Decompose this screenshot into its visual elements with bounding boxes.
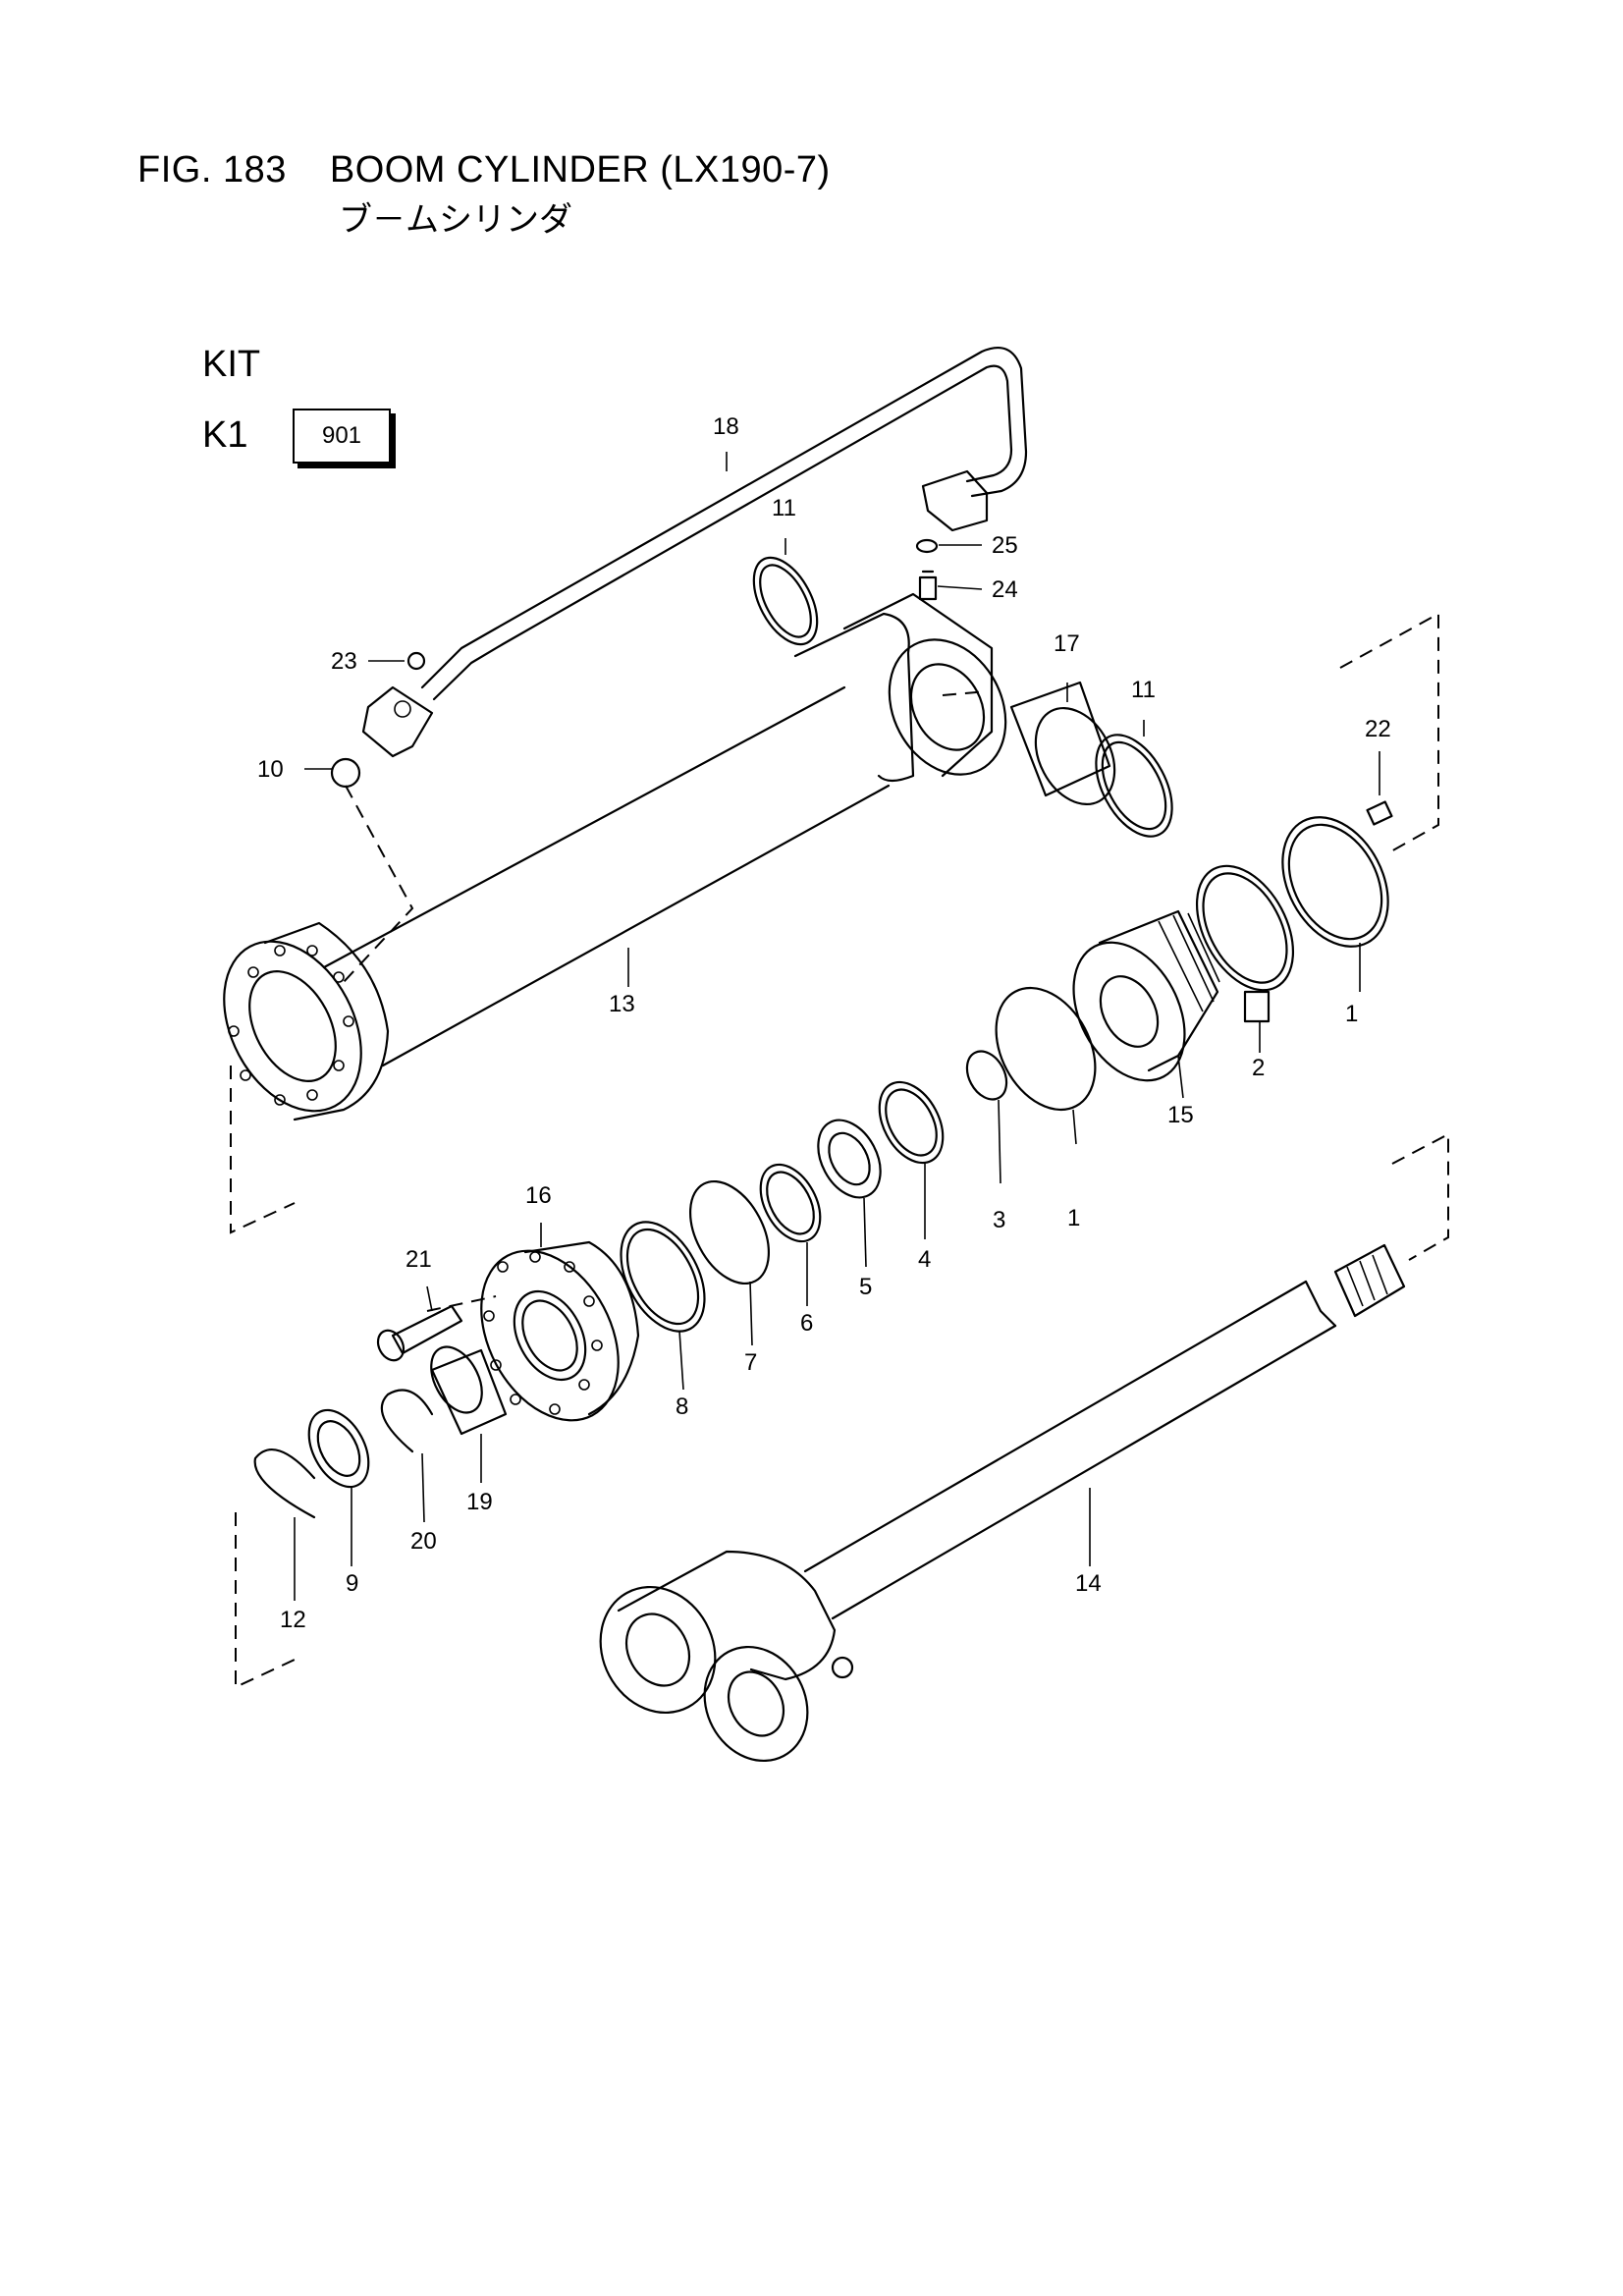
cylinder-tube-13[interactable] (196, 592, 1028, 1134)
ring-8[interactable] (604, 1208, 722, 1345)
callout-15: 15 (1167, 1102, 1194, 1128)
seal-2[interactable] (1177, 849, 1313, 1023)
head-bolt-holes (483, 1251, 603, 1415)
callout-25: 25 (992, 532, 1018, 559)
callout-13: 13 (609, 991, 635, 1017)
bushing-17[interactable] (1009, 681, 1130, 818)
callout-2: 2 (1252, 1055, 1265, 1081)
seal-11-upper[interactable] (741, 547, 831, 654)
bushing-19[interactable] (421, 1339, 508, 1436)
figure-subtitle: ブ－ムシリンダ (339, 200, 572, 240)
figure-name: BOOM CYLINDER (LX190-7) (329, 149, 831, 191)
ball-10[interactable] (330, 757, 361, 789)
callout-11-upper: 11 (772, 495, 796, 521)
callout-12: 12 (280, 1607, 306, 1633)
ring-1-left[interactable] (976, 971, 1114, 1127)
callout-10: 10 (257, 756, 284, 783)
callout-4: 4 (918, 1246, 931, 1273)
oring-3[interactable] (959, 1045, 1014, 1107)
callout-14: 14 (1075, 1570, 1102, 1597)
plug-22[interactable] (1366, 800, 1393, 826)
callout-9: 9 (346, 1570, 358, 1597)
callout-5: 5 (859, 1274, 872, 1300)
piston-15[interactable] (1052, 909, 1220, 1100)
callout-1-right: 1 (1345, 1001, 1358, 1027)
callout-16: 16 (525, 1182, 552, 1209)
snap-ring-20[interactable] (380, 1389, 434, 1453)
figure-number: FIG. 183 (137, 149, 287, 191)
disc-7[interactable] (675, 1169, 785, 1297)
seal-11-lower[interactable] (1080, 723, 1187, 849)
callout-3: 3 (993, 1207, 1005, 1233)
callout-24: 24 (992, 576, 1018, 603)
ring-4[interactable] (867, 1071, 956, 1174)
callout-17: 17 (1054, 630, 1080, 657)
washer-25[interactable] (915, 538, 939, 554)
bolt-21[interactable] (373, 1304, 463, 1365)
callout-19: 19 (466, 1489, 493, 1515)
piston-rod-14[interactable] (579, 1243, 1406, 1778)
ring-5[interactable] (806, 1110, 893, 1208)
callout-23: 23 (331, 648, 357, 675)
kit-k1-ref: 901 (321, 422, 362, 449)
callout-7: 7 (744, 1349, 757, 1376)
callout-21: 21 (406, 1246, 432, 1273)
screw-23[interactable] (406, 651, 426, 671)
pipe-18[interactable] (361, 347, 1028, 758)
tube-flange-bolt-holes (228, 945, 354, 1106)
callout-18: 18 (713, 413, 739, 440)
callout-20: 20 (410, 1528, 437, 1555)
ring-12[interactable] (253, 1449, 316, 1519)
kit-k1-box[interactable]: 901 (293, 409, 391, 464)
assembly-lines (230, 612, 1449, 1689)
kit-k1-label: K1 (202, 414, 248, 456)
callout-1-left: 1 (1067, 1205, 1080, 1231)
callout-11-lower: 11 (1131, 677, 1156, 703)
cylinder-head-16[interactable] (454, 1228, 646, 1445)
ring-9[interactable] (297, 1400, 380, 1498)
figure-title: FIG. 183 BOOM CYLINDER (LX190-7) (137, 149, 831, 191)
kit-heading: KIT (202, 344, 261, 385)
leader-lines (294, 452, 1380, 1601)
callout-22: 22 (1365, 716, 1391, 742)
ring-1-right[interactable] (1262, 799, 1409, 965)
callout-labels: 1 1 2 3 4 5 6 7 8 9 10 11 11 12 13 14 15… (257, 413, 1391, 1633)
callout-8: 8 (676, 1394, 688, 1420)
bolt-24[interactable] (918, 570, 938, 601)
ring-6[interactable] (748, 1155, 832, 1252)
callout-6: 6 (800, 1310, 813, 1337)
